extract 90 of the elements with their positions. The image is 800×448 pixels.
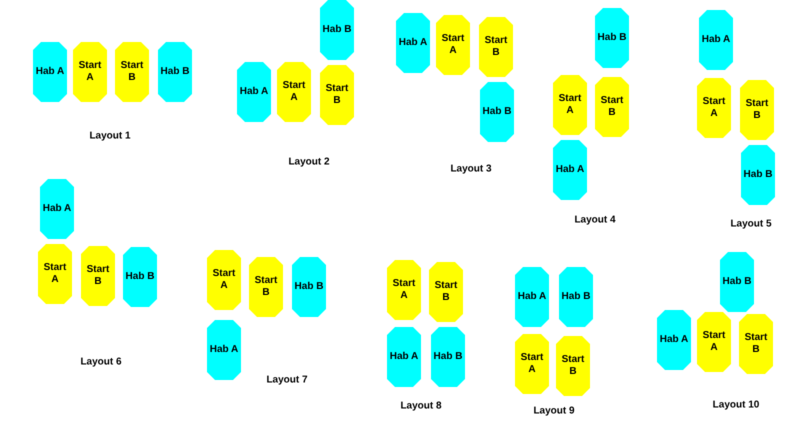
octagon-tile	[479, 17, 513, 77]
octagon-tile	[249, 257, 283, 317]
tile-label: Hab A	[398, 37, 428, 49]
tile-label: Hab A	[517, 291, 547, 303]
octagon-tile	[396, 13, 430, 73]
octagon-tile	[320, 65, 354, 125]
tile-label: Hab A	[659, 334, 689, 346]
tile-label: Hab B	[722, 276, 752, 288]
tile-label: Hab B	[597, 32, 627, 44]
tile-label: Start B	[484, 35, 508, 59]
octagon-tile	[740, 80, 774, 140]
octagon-tile	[207, 320, 241, 380]
octagon-tile	[123, 247, 157, 307]
octagon-tile	[595, 8, 629, 68]
layout-caption: Layout 7	[266, 374, 308, 388]
octagon-tile	[697, 312, 731, 372]
tile-label: Start A	[702, 96, 726, 120]
octagon-tile	[320, 0, 354, 60]
octagon-tile	[553, 140, 587, 200]
octagon-tile	[431, 327, 465, 387]
octagon-tile	[697, 78, 731, 138]
tile-label: Start A	[520, 352, 544, 376]
octagon-tile	[387, 260, 421, 320]
tile-label: Start B	[560, 354, 586, 378]
tile-label: Start A	[440, 33, 466, 57]
layout-caption: Layout 9	[533, 404, 575, 418]
octagon-tile	[559, 267, 593, 327]
tile-label: Start B	[600, 95, 624, 119]
octagon-tile	[699, 10, 733, 70]
octagon-tile	[595, 77, 629, 137]
tile-label: Hab A	[389, 351, 419, 363]
tile-label: Hab A	[239, 86, 269, 98]
octagon-tile	[556, 336, 590, 396]
tile-label: Hab B	[322, 24, 352, 36]
tile-label: Start B	[254, 275, 278, 299]
tile-label: Hab B	[160, 66, 190, 78]
layout-caption: Layout 6	[80, 356, 122, 370]
tile-label: Hab B	[125, 271, 155, 283]
tile-label: Start A	[282, 80, 306, 104]
layout-caption: Layout 1	[89, 130, 131, 144]
tile-label: Start B	[86, 264, 110, 288]
octagon-tile	[480, 82, 514, 142]
octagon-tile	[292, 257, 326, 317]
tile-label: Hab B	[482, 106, 512, 118]
tile-label: Start B	[744, 98, 770, 122]
octagon-tile	[277, 62, 311, 122]
octagon-tile	[115, 42, 149, 102]
tile-label: Start B	[744, 332, 768, 356]
tile-label: Hab B	[743, 169, 773, 181]
layout-caption: Layout 3	[450, 162, 492, 176]
tile-label: Hab B	[561, 291, 591, 303]
octagon-tile	[739, 314, 773, 374]
tile-label: Start A	[392, 278, 416, 302]
octagon-tile	[81, 246, 115, 306]
octagon-tile	[515, 267, 549, 327]
octagon-tile	[436, 15, 470, 75]
octagon-tile	[207, 250, 241, 310]
octagon-tile	[158, 42, 192, 102]
tile-label: Hab B	[433, 351, 463, 363]
octagon-tile	[515, 334, 549, 394]
tile-label: Start A	[78, 60, 102, 84]
tile-label: Start B	[324, 83, 350, 107]
octagon-tile	[553, 75, 587, 135]
tile-label: Hab B	[294, 281, 324, 293]
layout-caption: Layout 8	[400, 400, 442, 414]
layout-caption: Layout 2	[288, 156, 330, 170]
octagon-tile	[387, 327, 421, 387]
layout-caption: Layout 10	[712, 398, 760, 412]
octagon-tile	[73, 42, 107, 102]
tile-label: Hab A	[555, 164, 585, 176]
octagon-tile	[657, 310, 691, 370]
tile-label: Start A	[42, 262, 68, 286]
layout-caption: Layout 5	[730, 218, 772, 232]
tile-label: Hab A	[35, 66, 65, 78]
tile-label: Hab A	[42, 203, 72, 215]
octagon-tile	[40, 179, 74, 239]
octagon-tile	[429, 262, 463, 322]
octagon-tile	[741, 145, 775, 205]
tile-label: Start B	[120, 60, 144, 84]
octagon-tile	[33, 42, 67, 102]
tile-label: Hab A	[209, 344, 239, 356]
octagon-tile	[237, 62, 271, 122]
tile-label: Start A	[212, 268, 236, 292]
tile-label: Hab A	[701, 34, 731, 46]
tile-label: Start A	[558, 93, 582, 117]
octagon-tile	[720, 252, 754, 312]
tile-label: Start B	[434, 280, 458, 304]
tile-label: Start A	[702, 330, 726, 354]
octagon-tile	[38, 244, 72, 304]
layout-caption: Layout 4	[574, 214, 616, 228]
